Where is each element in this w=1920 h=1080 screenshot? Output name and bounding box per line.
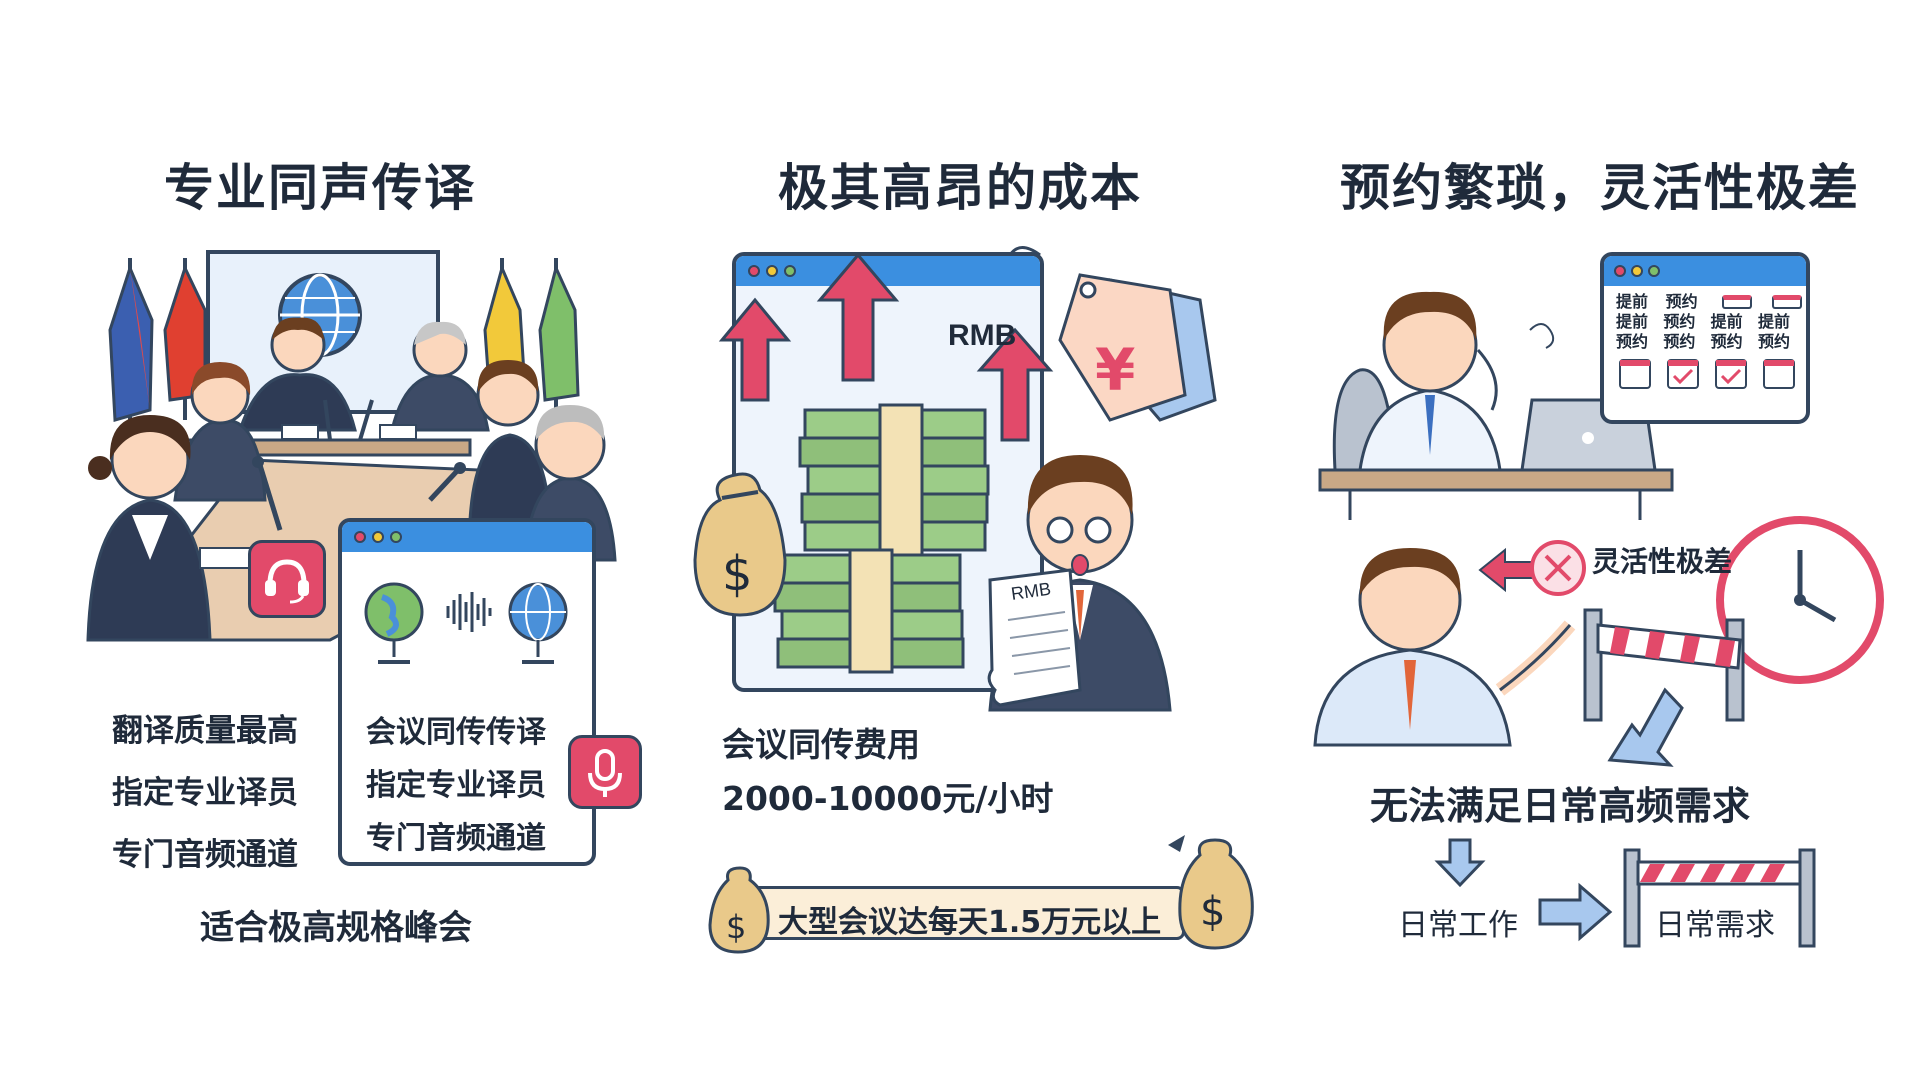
svg-text:$: $: [726, 908, 746, 946]
window-titlebar: [736, 256, 1040, 286]
calendar-cell: 提前: [1616, 312, 1649, 331]
flexibility-illustration: [1313, 516, 1884, 767]
flexibility-label: 灵活性极差: [1592, 545, 1733, 578]
calendar-cell: 预约: [1710, 332, 1743, 351]
window-line-3: 专门音频通道: [366, 821, 546, 856]
calendar-grid: 提前 预约 提前 预约 提前 提前 预约 预约 预约 预约: [1616, 292, 1802, 393]
daily-need-label: 日常需求: [1655, 908, 1775, 943]
barrier-icon: [1583, 608, 1745, 722]
window-line-1: 会议同传传译: [366, 715, 546, 750]
daily-work-label: 日常工作: [1398, 908, 1518, 943]
panel-simultaneous-interpretation: 专业同声传译: [0, 0, 642, 1080]
currency-label: RMB: [948, 319, 1016, 352]
flag-icon: [108, 258, 580, 422]
panel-title: 专业同声传译: [164, 159, 476, 217]
calendar-cell: 提前: [1616, 292, 1649, 311]
calendar-cell: 预约: [1665, 292, 1698, 311]
clock-icon: [1716, 516, 1884, 684]
microphone-icon: [568, 735, 642, 809]
banner-text: 大型会议达每天1.5万元以上: [778, 905, 1162, 940]
money-bag-icon: $: [693, 472, 787, 617]
barrier-icon: [1623, 848, 1816, 948]
svg-text:$: $: [722, 546, 753, 602]
window-titlebar: [1604, 256, 1806, 286]
close-icon: [1530, 540, 1586, 596]
money-bag-icon: $ $: [708, 835, 1254, 954]
calendar-icon: [1619, 359, 1795, 389]
svg-text:$: $: [1200, 889, 1225, 935]
calendar-window: 提前 预约 提前 预约 提前 提前 预约 预约 预约 预约: [1600, 252, 1810, 424]
calendar-cell: 提前: [1757, 312, 1790, 331]
calendar-cell: 预约: [1663, 312, 1696, 331]
cost-banner: 大型会议达每天1.5万元以上: [735, 886, 1185, 940]
workflow-illustration: [1434, 838, 1816, 948]
calendar-icon: [1771, 295, 1802, 309]
panel-title: 预约繁琐，灵活性极差: [1340, 159, 1860, 217]
cost-label: 会议同传费用: [722, 725, 920, 764]
desk-illustration: [1318, 291, 1674, 520]
feature-interpreter: 指定专业译员: [112, 775, 298, 811]
panel-title: 极其高昂的成本: [778, 159, 1142, 217]
headset-icon: [248, 540, 326, 618]
up-arrow-icon: [718, 252, 1054, 442]
feature-audio-channel: 专门音频通道: [112, 837, 298, 873]
cash-stack-icon: [773, 403, 990, 674]
calendar-cell: 预约: [1616, 332, 1649, 351]
suitable-for-summits: 适合极高规格峰会: [200, 908, 472, 948]
interpretation-window: 会议同传传译 指定专业译员 专门音频通道: [338, 518, 596, 866]
calendar-cell: 预约: [1757, 332, 1790, 351]
calendar-icon: [1722, 295, 1753, 309]
feature-quality: 翻译质量最高: [112, 713, 298, 749]
calendar-cell: 预约: [1663, 332, 1696, 351]
window-titlebar: [342, 522, 592, 552]
globe-icon: [364, 582, 568, 664]
calendar-cell: 提前: [1710, 312, 1743, 331]
price-tag-icon: ¥: [1008, 246, 1217, 422]
conference-illustration: [86, 250, 617, 642]
window-line-2: 指定专业译员: [366, 768, 546, 803]
cost-illustration: RMB ¥ $: [693, 246, 1217, 712]
conclusion-text: 无法满足日常高频需求: [1370, 784, 1751, 828]
svg-text:¥: ¥: [1095, 336, 1135, 404]
panel-inflexible-booking: 预约繁琐，灵活性极差 提前 预约: [1280, 0, 1920, 1080]
panel-high-cost: 极其高昂的成本 RMB ¥: [640, 0, 1280, 1080]
cost-range: 2000-10000元/小时: [722, 779, 1054, 818]
